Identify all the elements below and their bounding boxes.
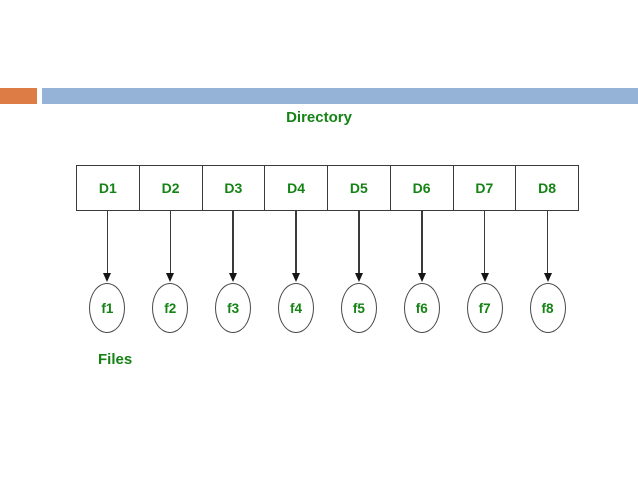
file-node-column: f7: [453, 283, 516, 333]
directory-cell: D4: [265, 166, 328, 210]
down-arrow-icon: [516, 211, 579, 282]
diagram-title: Directory: [286, 109, 352, 126]
file-node: f5: [340, 283, 377, 333]
file-node: f8: [529, 283, 566, 333]
arrow-head: [543, 273, 552, 282]
arrow-head: [103, 273, 112, 282]
header-band: [0, 88, 638, 104]
file-node-column: f5: [328, 283, 391, 333]
file-node: f2: [152, 283, 189, 333]
arrow-line: [169, 211, 172, 273]
file-node-column: f6: [390, 283, 453, 333]
directory-cell: D5: [328, 166, 391, 210]
arrows-row: [76, 211, 579, 282]
arrow-head: [229, 273, 238, 282]
arrow-line: [232, 211, 234, 273]
file-node-column: f2: [139, 283, 202, 333]
arrow-line: [106, 211, 109, 273]
down-arrow-icon: [265, 211, 328, 282]
down-arrow-icon: [453, 211, 516, 282]
directory-cell: D7: [454, 166, 517, 210]
arrow-line: [358, 211, 360, 273]
arrow-head: [480, 273, 489, 282]
directory-cell: D2: [140, 166, 203, 210]
blue-accent-band: [42, 88, 638, 104]
arrow-head: [354, 273, 363, 282]
arrow-line: [421, 211, 423, 273]
down-arrow-icon: [76, 211, 139, 282]
file-node: f1: [89, 283, 126, 333]
file-node: f6: [403, 283, 440, 333]
file-node-column: f3: [202, 283, 265, 333]
file-node-column: f1: [76, 283, 139, 333]
directory-cell: D8: [538, 180, 557, 196]
orange-accent-block: [0, 88, 37, 104]
file-node: f7: [466, 283, 503, 333]
directory-cell: D3: [203, 166, 266, 210]
file-node-column: f4: [265, 283, 328, 333]
down-arrow-icon: [390, 211, 453, 282]
arrow-line: [295, 211, 297, 273]
down-arrow-icon: [202, 211, 265, 282]
down-arrow-icon: [328, 211, 391, 282]
arrow-head: [166, 273, 175, 282]
files-label: Files: [98, 351, 133, 368]
file-node-column: f8: [516, 283, 579, 333]
directory-cell: D6: [391, 166, 454, 210]
files-row: f1 f2 f3 f4 f5 f6 f7 f8: [76, 283, 579, 333]
file-node: f3: [215, 283, 252, 333]
arrow-line: [546, 211, 549, 273]
directory-cell: D1: [77, 166, 140, 210]
arrow-line: [483, 211, 486, 273]
arrow-head: [292, 273, 301, 282]
arrow-head: [417, 273, 426, 282]
down-arrow-icon: [139, 211, 202, 282]
file-node: f4: [278, 283, 315, 333]
